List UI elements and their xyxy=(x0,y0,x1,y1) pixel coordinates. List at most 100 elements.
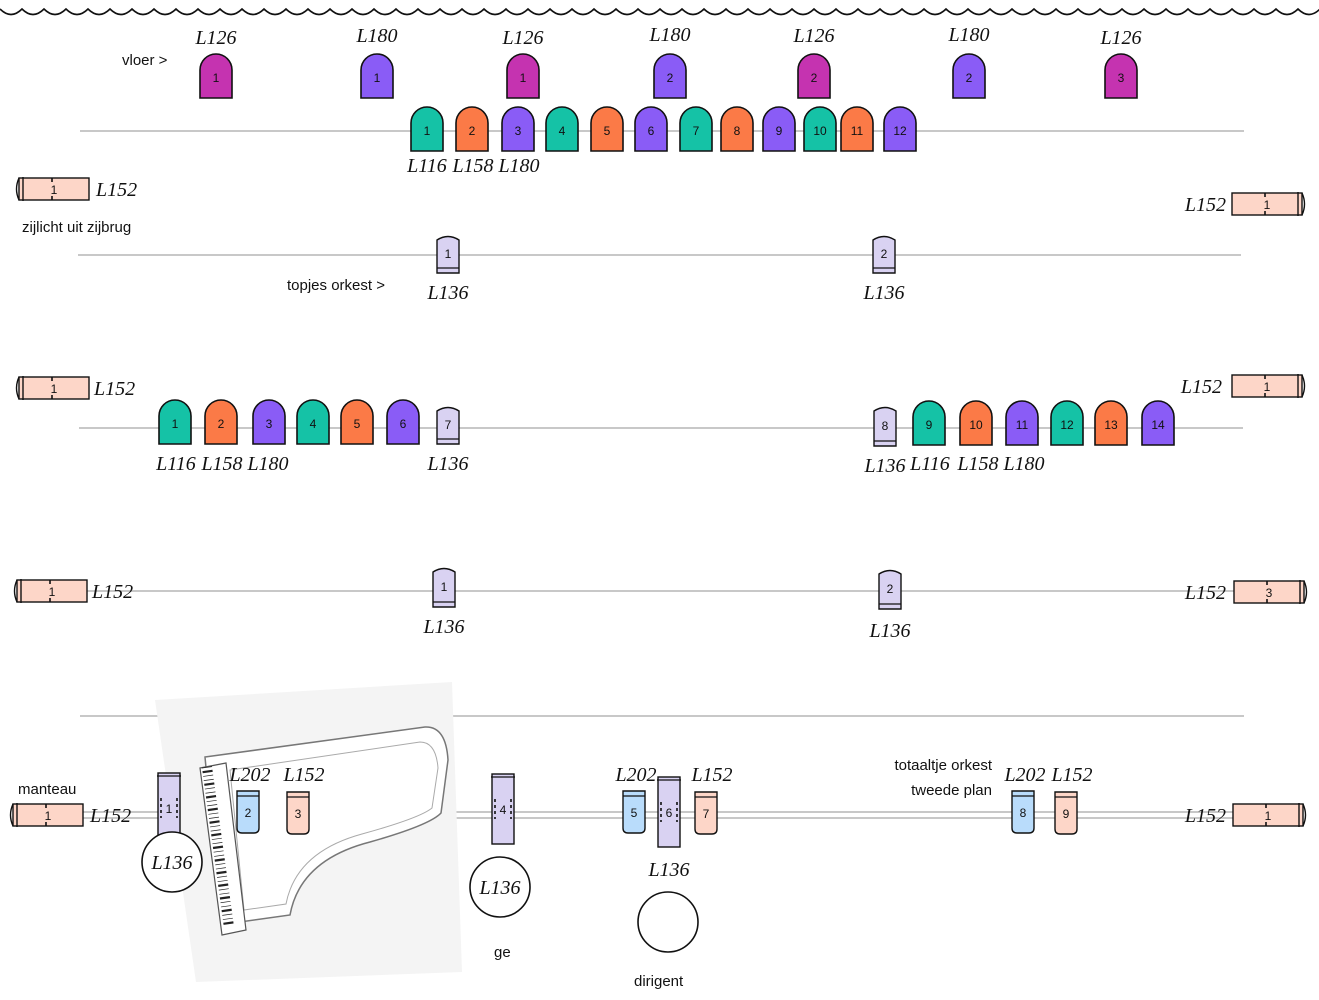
batten1-fixture xyxy=(501,106,535,152)
piano-key xyxy=(205,794,217,799)
manteau-label-left: L152 xyxy=(89,805,131,827)
label-dirigent: dirigent xyxy=(634,973,684,990)
piano-key xyxy=(218,883,229,887)
batten3-right-label-orange: L158 xyxy=(956,453,998,475)
side-fixture-right-3-number: 3 xyxy=(1266,586,1273,600)
batten3-left-fixture xyxy=(340,399,374,445)
side-fixture-right-2-number: 1 xyxy=(1264,380,1271,394)
batten3-lav-left xyxy=(436,406,460,445)
piano-key xyxy=(204,782,215,786)
side-fixture-left-2 xyxy=(18,376,90,400)
side-fixture-left-1-cap xyxy=(15,177,20,201)
batten1-fixture-number: 11 xyxy=(851,124,864,138)
side-fixture-right-3 xyxy=(1233,580,1305,604)
piano-key xyxy=(215,867,226,870)
floor-fixture-number: 2 xyxy=(811,71,818,85)
batten1-fixture xyxy=(883,106,917,152)
batten3-right-fixture-number: 13 xyxy=(1104,418,1118,432)
batten3-right-fixture-number: 11 xyxy=(1016,418,1029,432)
label-manteau: manteau xyxy=(18,781,76,798)
batten1-fixture-number: 3 xyxy=(515,124,522,138)
floor-fixture xyxy=(1104,53,1138,99)
batten1-fixture-number: 5 xyxy=(604,124,611,138)
piano-key xyxy=(203,778,214,781)
manteau-fixture-left xyxy=(12,803,84,827)
piano-key xyxy=(211,837,222,840)
tall-fixture-4 xyxy=(491,773,515,845)
floor-fixture-label: L126 xyxy=(1099,27,1141,49)
floor-fixture-number: 1 xyxy=(374,71,381,85)
floor-fixture-label: L180 xyxy=(947,24,989,46)
batten3-right-fixture xyxy=(1094,400,1128,446)
piano-key xyxy=(222,913,233,916)
tall-fixture-4-number: 4 xyxy=(500,803,507,817)
group-b-peach-label: L152 xyxy=(690,764,732,786)
batten4-fixture-1 xyxy=(432,567,456,608)
batten4-fixture-2-number: 2 xyxy=(887,582,894,596)
piano-key xyxy=(219,892,230,895)
batten1-fixture xyxy=(679,106,713,152)
batten3-lav-right-label: L136 xyxy=(863,455,905,477)
piano-key xyxy=(215,863,226,866)
group-c-peach-label: L152 xyxy=(1050,764,1092,786)
batten1-fixture-number: 8 xyxy=(734,124,741,138)
floor-fixture xyxy=(653,53,687,99)
batten4-fixture-1-number: 1 xyxy=(441,580,448,594)
piano-key xyxy=(208,812,219,815)
side-fixture-right-2-cap xyxy=(1301,374,1306,398)
batten3-lav-right xyxy=(873,406,897,447)
batten3-left-fixture-number: 6 xyxy=(400,417,407,431)
batten3-left-fixture-number: 5 xyxy=(354,417,361,431)
floor-fixture xyxy=(199,53,233,99)
floor-fixture-label: L126 xyxy=(792,25,834,47)
group-a-blue xyxy=(236,790,260,834)
manteau-fixture-right xyxy=(1232,803,1304,827)
piano-key xyxy=(207,807,218,812)
group-b-blue-label: L202 xyxy=(614,764,656,786)
batten3-left-label-orange: L158 xyxy=(200,453,242,475)
topje-label-2: L136 xyxy=(862,282,904,304)
piano-key xyxy=(205,791,216,794)
batten1-fixture xyxy=(634,106,668,152)
batten1-fixture xyxy=(410,106,444,152)
batten3-left-fixture xyxy=(252,399,286,445)
batten3-right-fixture-number: 12 xyxy=(1060,418,1074,432)
batten1-fixture xyxy=(840,106,874,152)
side-fixture-right-1-number: 1 xyxy=(1264,198,1271,212)
piano-key xyxy=(209,820,220,824)
topje-fixture-1 xyxy=(436,235,460,274)
group-c-peach xyxy=(1054,791,1078,835)
side-fixture-left-1-number: 1 xyxy=(51,183,58,197)
batten3-left-label-violet: L180 xyxy=(246,453,288,475)
piano-key xyxy=(221,905,232,908)
batten1-fixture xyxy=(545,106,579,152)
tall-fixture-6-number: 6 xyxy=(666,806,673,820)
floor-fixture-number: 1 xyxy=(520,71,527,85)
floor-fixture-label: L180 xyxy=(355,25,397,47)
batten1-fixture-number: 10 xyxy=(813,124,827,138)
piano-key xyxy=(208,816,219,819)
manteau-fixture-left-number: 1 xyxy=(45,809,52,823)
piano-key xyxy=(218,888,229,891)
floor-fixture-label: L126 xyxy=(501,27,543,49)
batten3-right-fixture xyxy=(1050,400,1084,446)
group-c-peach-number: 9 xyxy=(1063,807,1070,821)
side-fixture-left-3-cap xyxy=(13,579,18,603)
batten4-label-1: L136 xyxy=(422,616,464,638)
batten3-left-fixture-number: 1 xyxy=(172,417,179,431)
group-b-peach-number: 7 xyxy=(703,807,710,821)
manteau-label-right: L152 xyxy=(1184,805,1226,827)
batten3-left-label-teal: L116 xyxy=(155,453,196,475)
batten3-left-fixture xyxy=(158,399,192,445)
batten3-left-fixture xyxy=(204,399,238,445)
batten1-fixture xyxy=(720,106,754,152)
side-fixture-right-3-cap xyxy=(1303,580,1308,604)
piano-key xyxy=(217,875,228,878)
piano-key xyxy=(212,842,223,845)
batten4-label-2: L136 xyxy=(868,620,910,642)
group-a-peach xyxy=(286,791,310,835)
batten3-left-fixture xyxy=(386,399,420,445)
piano-key xyxy=(217,879,228,883)
